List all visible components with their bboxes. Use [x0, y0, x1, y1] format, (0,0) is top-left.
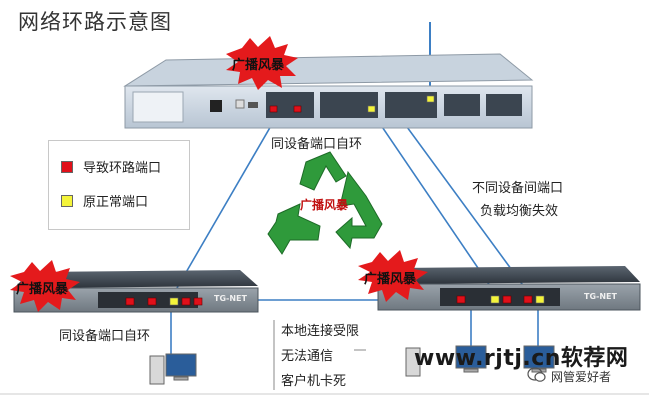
top-to-right-link-1	[371, 111, 498, 297]
left-self-loop-label: 同设备端口自环	[59, 329, 151, 344]
legend-label: 导致环路端口	[83, 161, 162, 176]
top-to-right-link-2	[395, 111, 529, 293]
client-issue-label-1: 本地连接受限	[281, 324, 360, 339]
pc-right-client-1	[405, 345, 487, 377]
legend-item-normal-port: 原正常端口	[61, 191, 148, 210]
normal-port-swatch	[61, 194, 73, 207]
loop-port-swatch	[61, 160, 73, 173]
legend: 导致环路端口 原正常端口	[48, 140, 190, 230]
top-self-loop-label: 同设备端口自环	[271, 137, 363, 152]
storm-label-right: 广播风暴	[364, 272, 417, 287]
watermark-account: 网管爱好者	[551, 370, 612, 384]
wechat-icon	[527, 367, 546, 382]
storm-burst-left	[10, 260, 80, 312]
recycle-icon	[267, 151, 383, 255]
top-to-left-link	[169, 111, 280, 301]
legend-item-loop-port: 导致环路端口	[61, 157, 161, 176]
storm-burst-right	[358, 250, 428, 302]
cross-device-label-2: 负载均衡失效	[480, 204, 559, 219]
legend-label: 原正常端口	[83, 195, 149, 210]
storm-label-left: 广播风暴	[16, 282, 69, 297]
client-issue-label-2: 无法通信	[281, 349, 334, 364]
storm-label-center: 广播风暴	[300, 198, 349, 212]
client-issue-label-3: 客户机卡死	[281, 374, 347, 389]
left-switch-brand: TG-NET	[214, 294, 247, 303]
storm-label-top: 广播风暴	[232, 58, 285, 73]
watermark-site: www.rjtj.cn软荐网	[414, 346, 629, 371]
cross-device-label-1: 不同设备间端口	[472, 181, 564, 196]
pc-left-client	[149, 353, 197, 385]
right-switch-brand: TG-NET	[584, 292, 617, 301]
left-access-switch	[13, 270, 259, 313]
top-core-switch	[123, 53, 534, 129]
page-title: 网络环路示意图	[18, 10, 172, 34]
storm-burst-top	[226, 36, 298, 90]
